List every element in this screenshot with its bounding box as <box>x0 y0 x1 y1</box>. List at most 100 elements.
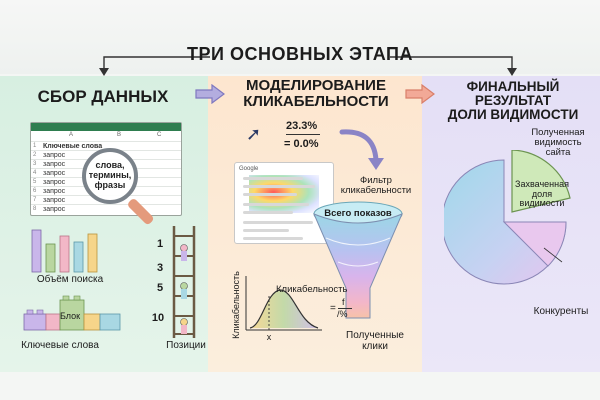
column-header-c: C <box>157 132 162 138</box>
volume-bar <box>31 229 42 273</box>
position-number: 1 <box>156 238 164 250</box>
keyword-block <box>83 313 101 331</box>
serp-line <box>243 193 297 196</box>
stage3-heading: ФИНАЛЬНЫЙ РЕЗУЛЬТАТ ДОЛИ ВИДИМОСТИ <box>430 79 596 123</box>
row-number: 2 <box>33 152 37 158</box>
filter-label: Фильтр кликабельности <box>338 176 414 196</box>
formula-denominator: /% <box>337 309 348 319</box>
climber-figure <box>181 325 187 334</box>
ctr-value: 23.3% <box>286 120 318 132</box>
position-number: 3 <box>156 262 164 274</box>
spreadsheet-cell: запрос <box>43 179 66 186</box>
formula-line <box>338 308 352 309</box>
spreadsheet-column-headers: A B C <box>39 132 183 141</box>
keyword-block <box>99 313 121 331</box>
captured-share-line3: видимости <box>519 198 565 208</box>
spreadsheet-cell: запрос <box>43 170 66 177</box>
search-results-heatmap: Google <box>234 162 334 244</box>
block-stud <box>36 309 44 315</box>
volume-bar <box>59 235 70 273</box>
stage2-heading-line1: МОДЕЛИРОВАНИЕ <box>246 77 386 94</box>
serp-line <box>243 203 309 206</box>
ctr-curve-chart <box>245 276 322 331</box>
captured-share-label: Захваченная доля видимости <box>508 179 576 209</box>
row-number: 3 <box>33 161 37 167</box>
climber-figure <box>180 244 188 252</box>
stage2-heading-line2: КЛИКАБЕЛЬНОСТИ <box>243 92 389 110</box>
received-visibility-label: Полученная видимость сайта <box>520 128 596 158</box>
competitors-slice-2 <box>502 221 567 267</box>
received-visibility-line1: Полученная <box>531 127 585 138</box>
curved-arrow <box>339 129 384 170</box>
filter-label-line1: Фильтр <box>360 175 392 186</box>
spreadsheet-cell: запрос <box>43 197 66 204</box>
bracket-left-line <box>103 56 210 70</box>
row-number: 6 <box>33 188 37 194</box>
received-clicks-line1: Полученные <box>346 330 404 341</box>
competitors-label: Конкуренты <box>533 306 589 317</box>
competitors-leader-line <box>543 247 563 263</box>
received-visibility-line3: сайта <box>545 147 571 158</box>
captured-share-slice <box>511 150 571 213</box>
spreadsheet-cell: запрос <box>43 188 66 195</box>
row-number: 1 <box>33 143 37 149</box>
stage3-heading-line2: ДОЛИ ВИДИМОСТИ <box>447 107 579 123</box>
row-number: 7 <box>33 197 37 203</box>
chart-title: Кликабельность <box>276 284 348 295</box>
column-header-b: B <box>117 132 122 138</box>
block-stud <box>73 295 81 301</box>
serp-line <box>243 211 293 214</box>
block-label: Блок <box>59 311 81 321</box>
positions-label: Позиции <box>166 340 206 351</box>
cursor-icon: ➚ <box>246 124 262 144</box>
arrow-stage2-to-3 <box>405 84 435 104</box>
bracket-right-line <box>390 56 513 70</box>
spreadsheet-cell: запрос <box>43 152 66 159</box>
spreadsheet-row: 8 запрос <box>31 204 181 213</box>
captured-share-line2: доля <box>531 188 553 199</box>
total-impressions-label: Всего показов <box>324 208 392 219</box>
ctr-curve-line <box>249 289 319 329</box>
block-stud <box>26 309 34 315</box>
serp-line <box>243 221 313 224</box>
formula-numerator: f <box>342 297 345 307</box>
column-header-a: A <box>69 132 74 138</box>
spreadsheet-row: 1 Ключевые слова <box>31 141 181 150</box>
row-number: 4 <box>33 170 37 176</box>
magnifier-text: слова, термины, фразы <box>88 160 132 190</box>
keyword-block <box>59 299 85 331</box>
stage1-heading: СБОР ДАННЫХ <box>37 87 169 106</box>
volume-bar <box>45 243 56 273</box>
position-number: 10 <box>151 312 165 324</box>
arrow-stage1-to-2 <box>195 84 225 104</box>
positions-ladder <box>172 226 196 338</box>
serp-line <box>243 177 303 180</box>
chart-x-label: x <box>266 332 272 342</box>
keyword-blocks <box>23 295 121 331</box>
serp-line <box>243 185 315 188</box>
row-number: 5 <box>33 179 37 185</box>
visibility-pie <box>444 150 571 285</box>
serp-line <box>243 229 289 232</box>
spreadsheet-cell: запрос <box>43 206 66 213</box>
title-band <box>0 0 600 74</box>
serp-logo: Google <box>239 166 259 172</box>
captured-share-line1: Захваченная <box>515 179 569 189</box>
stage3-heading-line1: ФИНАЛЬНЫЙ РЕЗУЛЬТАТ <box>466 79 560 109</box>
bottom-strip <box>0 372 600 400</box>
page-title: ТРИ ОСНОВНЫХ ЭТАПА <box>187 44 413 64</box>
volume-bar <box>87 233 98 273</box>
spreadsheet-header-cell: Ключевые слова <box>43 143 103 150</box>
spreadsheet-toolbar <box>31 123 181 131</box>
chart-y-label: Кликабельность <box>231 271 241 339</box>
ctr-zero: = 0.0% <box>284 138 319 150</box>
volume-bar <box>73 241 84 273</box>
climber-figure <box>180 282 188 290</box>
position-number: 5 <box>156 282 164 294</box>
spreadsheet-cell: запрос <box>43 161 66 168</box>
fraction-line <box>286 134 320 135</box>
serp-line <box>243 237 303 240</box>
title-bracket <box>99 56 517 76</box>
ctr-curve-area <box>250 290 318 328</box>
stage2-heading: МОДЕЛИРОВАНИЕ КЛИКАБЕЛЬНОСТИ <box>216 78 416 110</box>
